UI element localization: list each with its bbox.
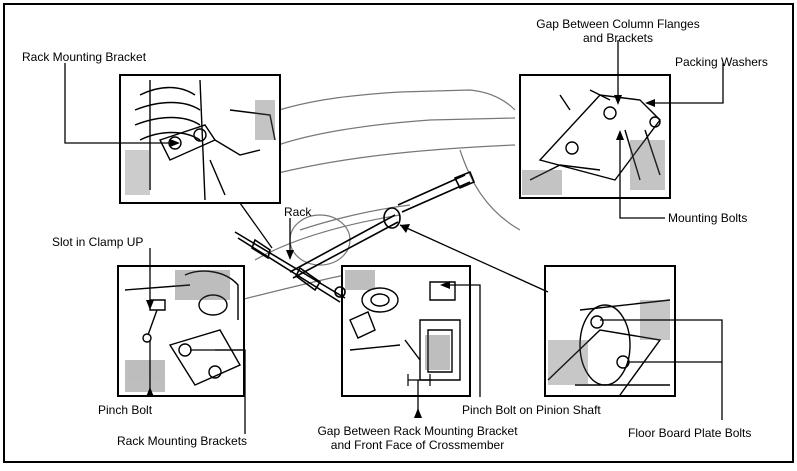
label-gap-column-flanges-line1: Gap Between Column Flanges <box>536 17 700 31</box>
label-mounting-bolts: Mounting Bolts <box>668 211 748 225</box>
detail-box-floor-plate <box>544 265 676 397</box>
label-gap-rack-bracket-line1: Gap Between Rack Mounting Bracket <box>317 424 518 438</box>
leader-arrowheads <box>146 95 655 418</box>
detail-box-rack-mounting <box>119 74 281 204</box>
label-floor-board-plate-bolts: Floor Board Plate Bolts <box>628 426 752 440</box>
label-rack-mounting-brackets: Rack Mounting Brackets <box>117 434 248 448</box>
label-rack: Rack <box>284 205 312 219</box>
label-rack-mounting-bracket: Rack Mounting Bracket <box>22 50 147 64</box>
leader-lines <box>64 40 724 434</box>
label-packing-washers: Packing Washers <box>675 55 768 69</box>
gap-indicator <box>407 374 431 386</box>
steering-rack-assembly <box>234 170 476 303</box>
label-gap-rack-bracket-line2: and Front Face of Crossmember <box>330 438 505 452</box>
label-slot-in-clamp-up: Slot in Clamp UP <box>52 235 144 249</box>
label-gap-column-flanges-line2: and Brackets <box>582 31 654 45</box>
label-pinch-bolt-on-pinion-shaft: Pinch Bolt on Pinion Shaft <box>462 403 601 417</box>
label-pinch-bolt: Pinch Bolt <box>98 403 153 417</box>
detail-box-pinch-bolt <box>117 265 245 397</box>
detail-box-column-flanges <box>519 74 671 199</box>
